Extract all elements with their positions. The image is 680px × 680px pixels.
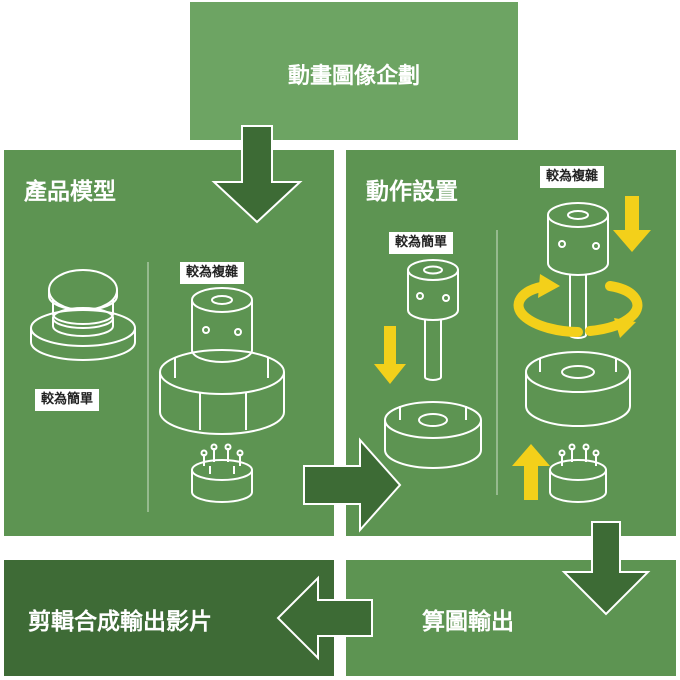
complex-model-illustration [159, 287, 285, 503]
yellow-arrow-down-simple [374, 326, 406, 384]
tag-complex-motion: 較為複雜 [540, 166, 605, 188]
arrow-down-motion [561, 521, 651, 616]
motion-setup-title: 動作設置 [366, 179, 458, 205]
yellow-arrow-down-complex [613, 196, 651, 252]
rotation-arrowhead-right [614, 318, 636, 338]
render-output-title: 算圖輸出 [422, 609, 514, 635]
motion-simple-illustration [384, 259, 482, 469]
tag-complex-model: 較為複雜 [180, 262, 245, 284]
arrow-down-planning [211, 125, 303, 224]
yellow-rotation-icon [513, 281, 643, 337]
arrow-right-model [303, 437, 402, 533]
tag-simple-model: 較為簡單 [35, 389, 100, 411]
animation-planning-title: 動畫圖像企劃 [287, 64, 420, 89]
arrow-left-render [276, 575, 373, 661]
simple-model-illustration [30, 269, 136, 361]
tag-simple-motion: 較為簡單 [389, 232, 454, 254]
product-model-panel: 產品模型 [4, 150, 334, 536]
product-model-title: 產品模型 [24, 179, 116, 205]
edit-composite-title: 剪輯合成輸出影片 [28, 609, 212, 635]
yellow-arrow-up-complex [512, 444, 550, 500]
animation-planning-box: 動畫圖像企劃 [190, 2, 518, 140]
rotation-arrowhead-left [538, 274, 560, 298]
motion-setup-panel: 動作設置 [346, 150, 676, 536]
